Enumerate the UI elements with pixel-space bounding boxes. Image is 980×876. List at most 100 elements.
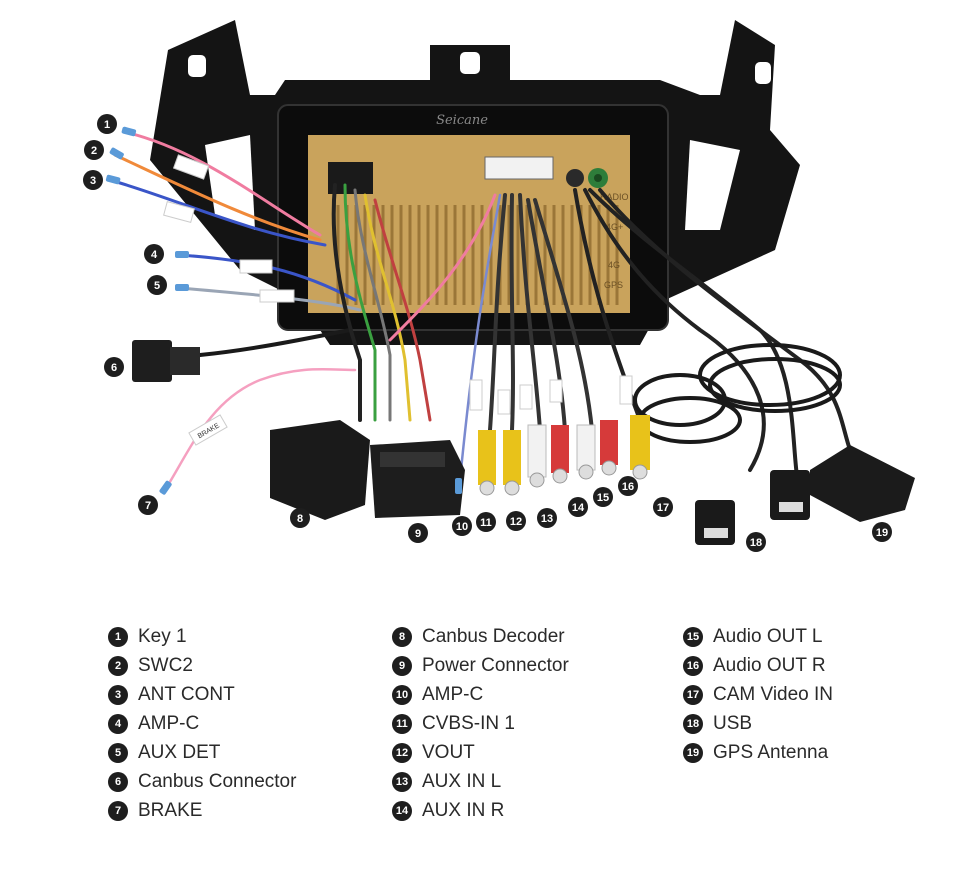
legend-number-badge: 11 [392,713,412,734]
legend-number-badge: 13 [392,771,412,792]
callout-16: 16 [618,476,638,496]
legend-item: 9 Power Connector [392,651,569,680]
callout-number: 17 [657,502,669,514]
wire-tips [105,126,462,495]
legend-label: Key 1 [138,625,187,647]
callout-number: 9 [415,528,421,540]
legend-label: Power Connector [422,654,569,676]
legend-label: USB [713,712,753,734]
legend-number-badge: 9 [392,655,412,676]
port-label-4g-plus: 4G+ [606,222,623,232]
callout-number: 5 [154,280,160,292]
legend-label: Canbus Decoder [422,625,565,647]
legend-label: AUX IN R [422,799,505,821]
port-label-gps: GPS [604,280,623,290]
legend-number-badge: 4 [108,713,128,734]
callout-5: 5 [147,275,167,295]
legend-item: 8 Canbus Decoder [392,622,569,651]
legend-number-badge: 15 [683,626,703,647]
legend-label: BRAKE [138,799,203,821]
legend-label: GPS Antenna [713,741,829,763]
legend-label: Canbus Connector [138,770,297,792]
legend-number-badge: 19 [683,742,703,763]
canbus-decoder [270,420,370,520]
legend-label: Audio OUT R [713,654,826,676]
callout-14: 14 [568,497,588,517]
callout-number: 16 [622,481,634,493]
callout-number: 3 [90,175,96,187]
legend-number-badge: 12 [392,742,412,763]
callout-12: 12 [506,511,526,531]
legend-label: CVBS-IN 1 [422,712,515,734]
legend-number-badge: 2 [108,655,128,676]
callout-number: 1 [104,119,110,131]
callout-10: 10 [452,516,472,536]
gps-antenna [810,445,915,522]
legend-number-badge: 7 [108,800,128,821]
wire-harness [108,130,852,492]
callout-number: 14 [572,502,585,514]
legend-label: VOUT [422,741,475,763]
legend-label: AUX IN L [422,770,502,792]
callout-number: 6 [111,362,117,374]
legend-number-badge: 17 [683,684,703,705]
callout-number: 11 [480,517,492,529]
legend-label: Audio OUT L [713,625,823,647]
canbus-connector [132,340,200,382]
callout-6: 6 [104,357,124,377]
rca-connectors [478,415,650,496]
callout-2: 2 [84,140,104,160]
callout-8: 8 [290,508,310,528]
legend-column-2: 8 Canbus Decoder 9 Power Connector 10 AMP-C 11… [392,622,569,825]
legend-item: 2 SWC2 [108,651,296,680]
callout-18: 18 [746,532,766,552]
callout-3: 3 [83,170,103,190]
callout-number: 8 [297,513,303,525]
legend-item: 18 USB [683,709,833,738]
port-label-radio: RADIO [600,192,629,202]
callout-13: 13 [537,508,557,528]
legend-item: 4 AMP-C [108,709,296,738]
callout-19: 19 [872,522,892,542]
port-label-4g: 4G [608,260,620,270]
legend-number-badge: 8 [392,626,412,647]
legend-number-badge: 10 [392,684,412,705]
legend-item: 15 Audio OUT L [683,622,833,651]
legend-label: ANT CONT [138,683,235,705]
legend-item: 7 BRAKE [108,796,296,825]
legend-label: AUX DET [138,741,221,763]
legend-item: 1 Key 1 [108,622,296,651]
callout-number: 7 [145,500,151,512]
legend-item: 12 VOUT [392,738,569,767]
callout-7: 7 [138,495,158,515]
legend-item: 14 AUX IN R [392,796,569,825]
callout-1: 1 [97,114,117,134]
legend-item: 17 CAM Video IN [683,680,833,709]
wiring-diagram: Seicane RADIO 4G+ 4G GPS [83,20,915,552]
callout-number: 19 [876,527,888,539]
coiled-cables [633,343,842,444]
legend-label: CAM Video IN [713,683,834,705]
legend-label: AMP-C [138,712,200,734]
brand-logo: Seicane [436,113,488,128]
legend-label: AMP-C [422,683,484,705]
legend-number-badge: 18 [683,713,703,734]
callout-number: 15 [597,492,609,504]
usb-connectors [695,470,810,545]
callout-15: 15 [593,487,613,507]
legend-number-badge: 1 [108,626,128,647]
callout-number: 12 [510,516,522,528]
legend-item: 13 AUX IN L [392,767,569,796]
legend-number-badge: 14 [392,800,412,821]
legend-label: SWC2 [138,654,193,676]
legend-item: 11 CVBS-IN 1 [392,709,569,738]
callout-4: 4 [144,244,164,264]
callout-number: 13 [541,513,553,525]
